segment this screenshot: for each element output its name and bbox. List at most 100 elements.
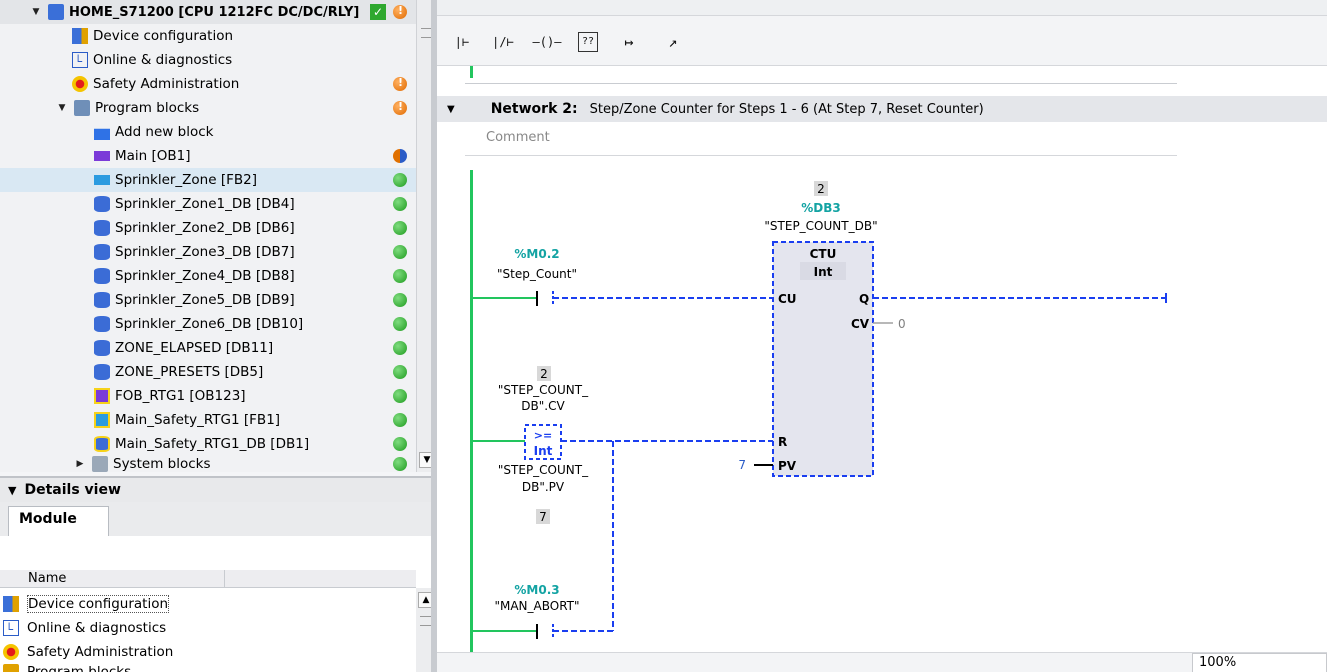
chevron-down-icon[interactable]: ▼: [8, 483, 17, 497]
compare-operand1-line2[interactable]: DB".CV: [521, 399, 565, 413]
tree-item-add-new-block[interactable]: Add new block: [0, 120, 416, 144]
project-tree-pane: ▼ HOME_S71200 [CPU 1212FC DC/DC/RLY] ✓ D…: [0, 0, 437, 672]
no-contact-button[interactable]: ∣⊢: [454, 35, 470, 49]
tree-item-online-diagnostics[interactable]: Ꮮ Online & diagnostics: [0, 48, 416, 72]
splitter-grip-icon[interactable]: [420, 616, 432, 626]
instance-db-address[interactable]: %DB3: [801, 201, 840, 215]
safety-icon: [72, 76, 88, 92]
ctu-type-selector[interactable]: [800, 262, 846, 280]
tree-root-label: HOME_S71200 [CPU 1212FC DC/DC/RLY]: [69, 4, 360, 20]
details-row-safety-administration[interactable]: Safety Administration: [0, 640, 416, 664]
tab-module[interactable]: Module: [8, 506, 109, 537]
tree-item-db[interactable]: Sprinkler_Zone3_DB [DB7]: [0, 240, 416, 264]
splitter-grip-icon[interactable]: [421, 28, 433, 38]
network-1-area: [465, 66, 1177, 84]
ok-status-icon: [393, 457, 407, 471]
compare-datatype[interactable]: Int: [534, 444, 553, 458]
ok-status-icon: [393, 317, 407, 331]
tree-item-safety-administration[interactable]: Safety Administration: [0, 72, 416, 96]
tree-item-program-blocks[interactable]: ▼ Program blocks: [0, 96, 416, 120]
tree-item-db[interactable]: Sprinkler_Zone2_DB [DB6]: [0, 216, 416, 240]
contact1-tag[interactable]: "Step_Count": [497, 267, 577, 281]
no-contact-step-count[interactable]: [536, 291, 554, 306]
network-title[interactable]: Step/Zone Counter for Steps 1 - 6 (At St…: [589, 101, 984, 117]
tree-item-label: Device configuration: [93, 28, 234, 44]
column-divider[interactable]: [224, 570, 225, 588]
compare-badge-top-value: 2: [540, 367, 548, 381]
folder-icon: [74, 100, 90, 116]
pv-value[interactable]: 7: [738, 458, 746, 472]
details-view-header[interactable]: ▼ Details view: [0, 476, 437, 502]
contact2-tag[interactable]: "MAN_ABORT": [494, 599, 579, 613]
db-icon: [94, 364, 110, 380]
collapse-triangle-icon[interactable]: ▶: [76, 459, 84, 469]
details-row-online-diagnostics[interactable]: Ꮮ Online & diagnostics: [0, 616, 416, 640]
network-1-tail: [437, 66, 1327, 96]
tree-item-db[interactable]: Sprinkler_Zone5_DB [DB9]: [0, 288, 416, 312]
tree-item-main-ob1[interactable]: Main [OB1]: [0, 144, 416, 168]
warning-icon: [393, 4, 407, 19]
cv-value[interactable]: 0: [898, 317, 906, 331]
collapse-network-icon[interactable]: ▼: [447, 103, 455, 115]
ok-status-icon: [393, 269, 407, 283]
tree-item-device-configuration[interactable]: Device configuration: [0, 24, 416, 48]
tree-item-db[interactable]: ZONE_ELAPSED [DB11]: [0, 336, 416, 360]
contact2-address[interactable]: %M0.3: [514, 583, 559, 597]
nc-contact-button[interactable]: ∣/⊢: [492, 35, 514, 49]
compare-operand2-line2[interactable]: DB".PV: [522, 480, 565, 494]
project-tree: ▼ HOME_S71200 [CPU 1212FC DC/DC/RLY] ✓ D…: [0, 0, 416, 472]
tree-item-sprinkler-zone-fb2[interactable]: Sprinkler_Zone [FB2]: [0, 168, 416, 192]
expand-triangle-icon[interactable]: ▼: [58, 103, 66, 113]
ladder-diagram: %M0.2 "Step_Count" 2 %DB3 "STEP_COUNT_DB…: [470, 170, 1167, 652]
ok-status-icon: [393, 341, 407, 355]
ok-status-icon: [393, 197, 407, 211]
compare-ge-box[interactable]: [524, 424, 562, 460]
open-branch-button[interactable]: ↦: [624, 33, 634, 51]
db-icon: [94, 340, 110, 356]
inconsistent-status-icon: [393, 149, 407, 163]
instance-db-name[interactable]: "STEP_COUNT_DB": [764, 219, 877, 233]
tree-item-main-safety-fb1[interactable]: Main_Safety_RTG1 [FB1]: [0, 408, 416, 432]
tree-item-label: System blocks: [113, 456, 211, 472]
tree-item-fob-rtg1[interactable]: FOB_RTG1 [OB123]: [0, 384, 416, 408]
tree-item-system-blocks[interactable]: ▶ System blocks: [0, 456, 416, 472]
expand-triangle-icon[interactable]: ▼: [32, 7, 40, 17]
zoom-field[interactable]: 100%: [1192, 653, 1327, 672]
tree-item-db[interactable]: Sprinkler_Zone1_DB [DB4]: [0, 192, 416, 216]
tree-item-label: Sprinkler_Zone1_DB [DB4]: [115, 196, 295, 212]
compare-badge-bottom: [536, 509, 550, 524]
no-contact-man-abort[interactable]: [536, 624, 554, 639]
safety-icon: [3, 644, 19, 660]
tree-item-db[interactable]: Sprinkler_Zone6_DB [DB10]: [0, 312, 416, 336]
network-comment[interactable]: Comment: [465, 124, 1177, 156]
tree-item-db[interactable]: ZONE_PRESETS [DB5]: [0, 360, 416, 384]
ctu-datatype[interactable]: Int: [814, 265, 833, 279]
name-column-header[interactable]: Name: [0, 570, 416, 588]
tree-item-db[interactable]: Sprinkler_Zone4_DB [DB8]: [0, 264, 416, 288]
ok-status-icon: [393, 437, 407, 451]
empty-box-button[interactable]: ??: [578, 32, 598, 52]
details-row-program-blocks[interactable]: Program blocks: [0, 664, 416, 672]
tree-item-label: Program blocks: [95, 100, 200, 116]
coil-button[interactable]: —()—: [532, 35, 562, 49]
warning-icon: [393, 100, 407, 115]
compare-operand1-line1[interactable]: "STEP_COUNT_: [498, 383, 589, 397]
pane-splitter[interactable]: [431, 0, 437, 672]
tree-item-label: Sprinkler_Zone2_DB [DB6]: [115, 220, 295, 236]
close-branch-button[interactable]: ↗: [668, 33, 678, 51]
details-view-title: Details view: [24, 482, 121, 498]
details-row-label: Safety Administration: [27, 644, 174, 660]
tree-item-label: Sprinkler_Zone3_DB [DB7]: [115, 244, 295, 260]
details-row-label: Program blocks: [27, 664, 132, 672]
device-config-icon: [3, 596, 19, 612]
details-row-device-configuration[interactable]: Device configuration: [0, 592, 416, 616]
compare-operand2-line1[interactable]: "STEP_COUNT_: [498, 463, 589, 477]
pin-q: Q: [859, 292, 869, 306]
ctu-block[interactable]: [772, 241, 874, 477]
contact1-address[interactable]: %M0.2: [514, 247, 559, 261]
db-icon: [94, 220, 110, 236]
network-2-header[interactable]: ▼ Network 2: Step/Zone Counter for Steps…: [437, 96, 1327, 122]
tree-root-plc[interactable]: ▼ HOME_S71200 [CPU 1212FC DC/DC/RLY] ✓: [0, 0, 416, 24]
warning-icon: [393, 76, 407, 91]
tree-item-main-safety-db1[interactable]: Main_Safety_RTG1_DB [DB1]: [0, 432, 416, 456]
